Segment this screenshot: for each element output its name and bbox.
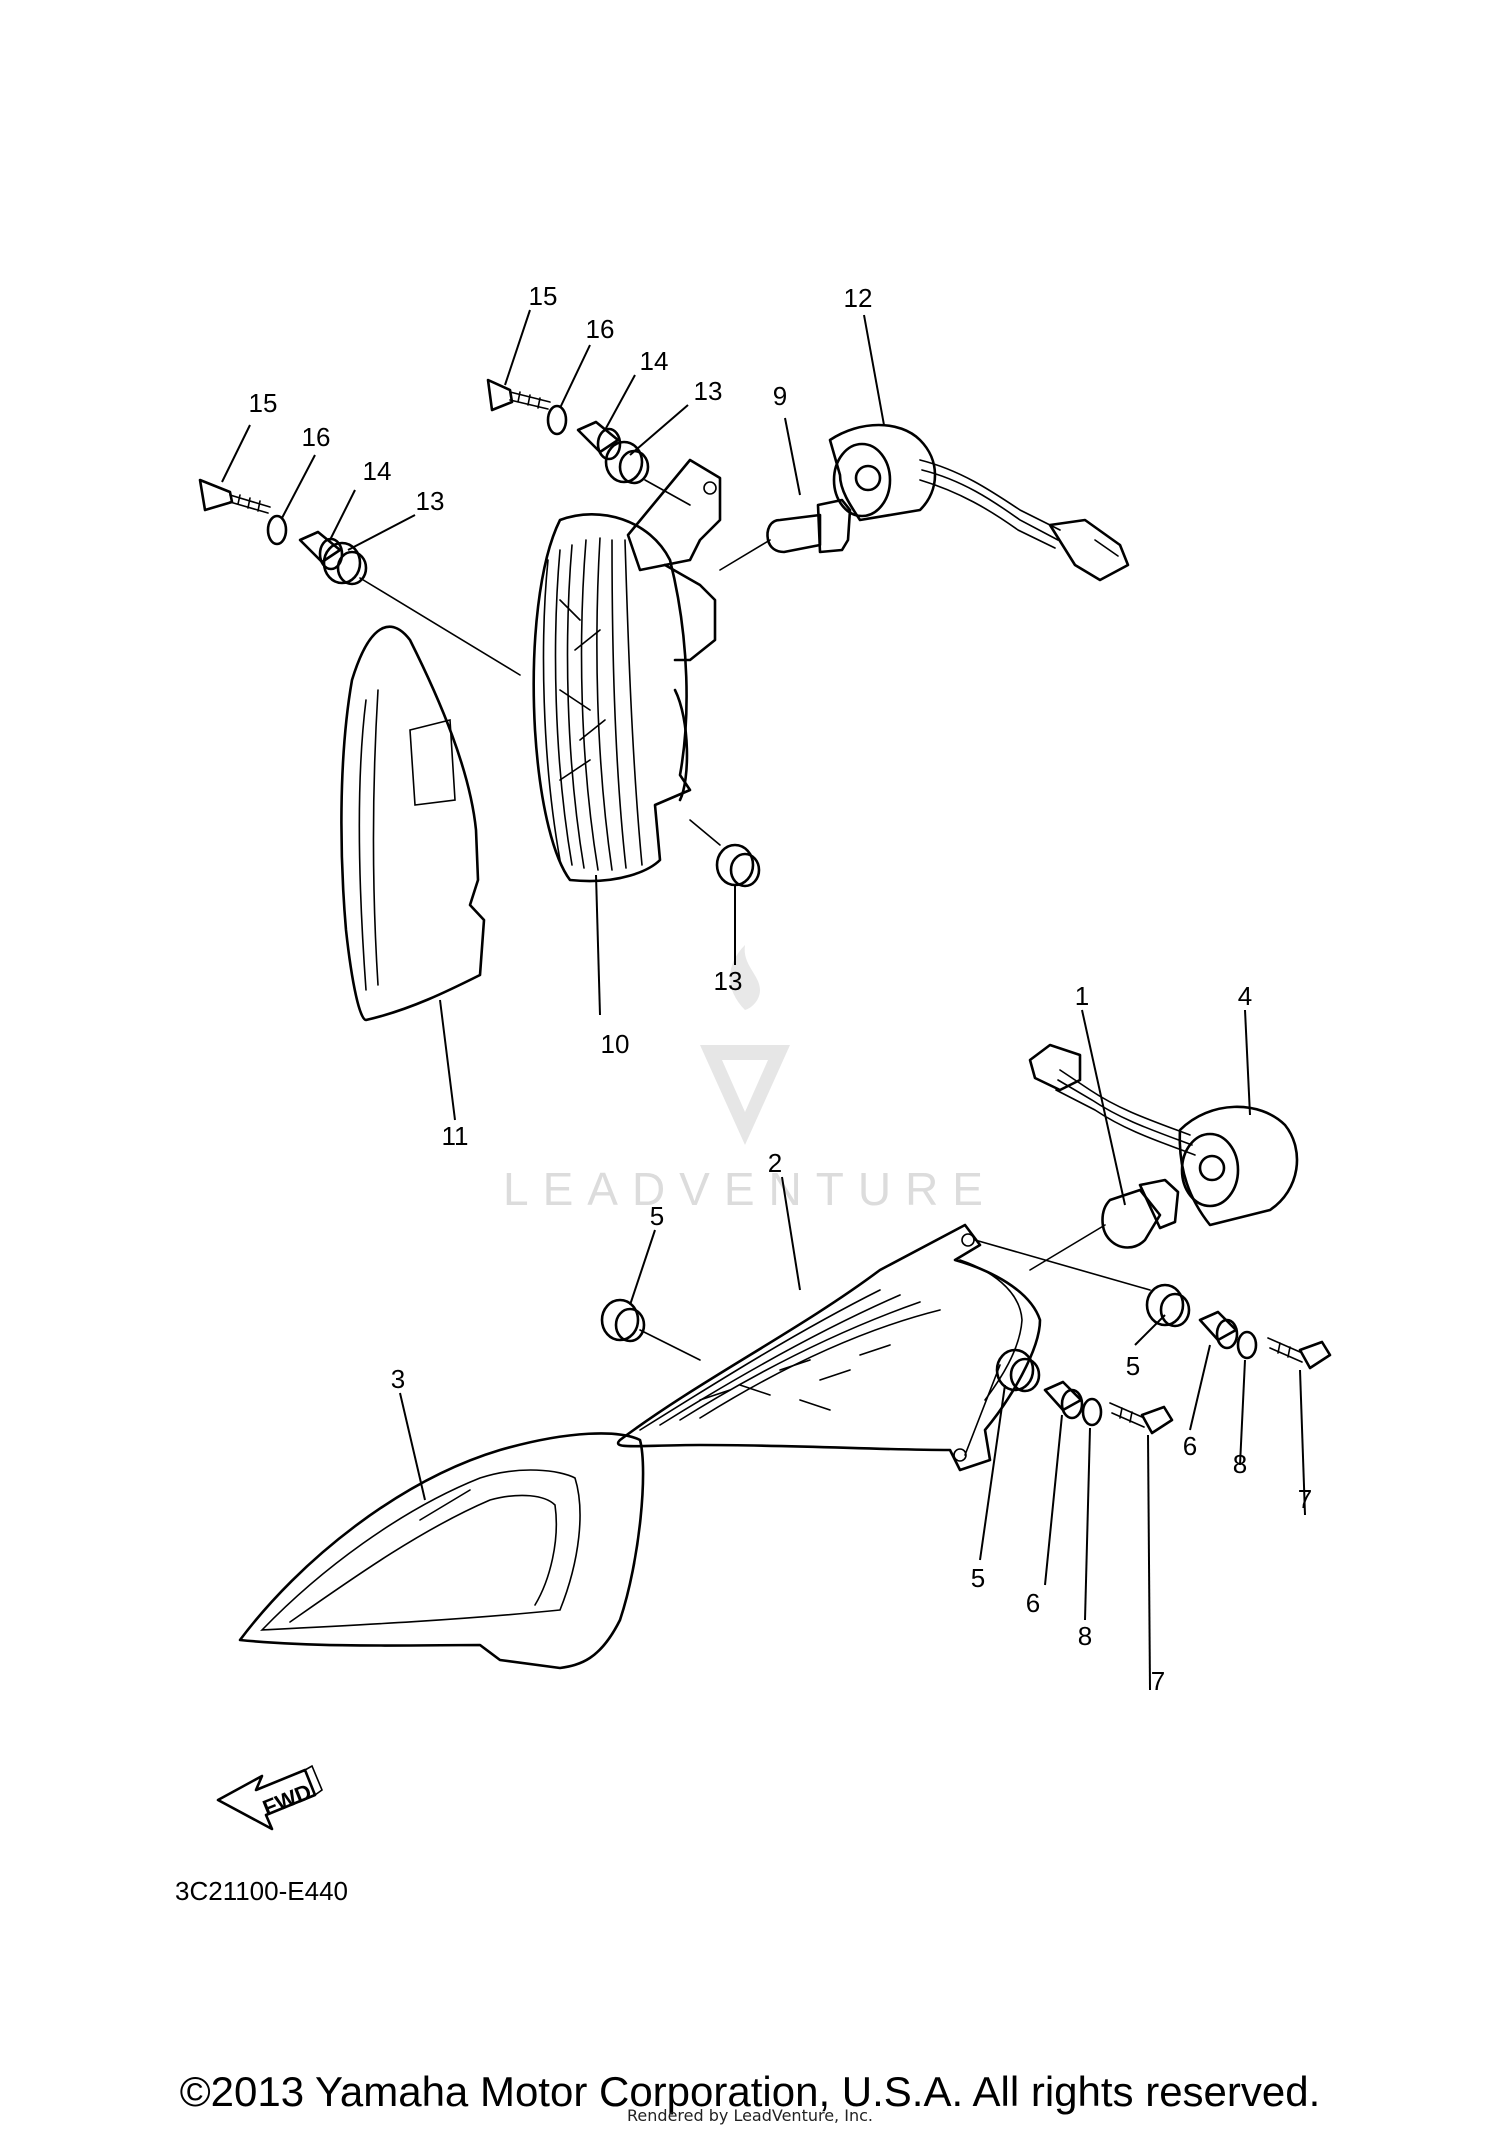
lower-fasteners bbox=[600, 1224, 1332, 1456]
lens-cover-3 bbox=[238, 1432, 645, 1670]
callout-5c: 5 bbox=[971, 1563, 985, 1593]
callout-16a: 16 bbox=[302, 422, 331, 452]
callout-15a: 15 bbox=[249, 388, 278, 418]
callout-8b: 8 bbox=[1078, 1621, 1092, 1651]
watermark-text: LEADVENTURE bbox=[503, 1163, 997, 1215]
upper-fasteners bbox=[198, 378, 771, 888]
callout-3: 3 bbox=[391, 1364, 405, 1394]
callout-11: 11 bbox=[442, 1121, 469, 1151]
callout-6b: 6 bbox=[1026, 1588, 1040, 1618]
callout-1: 1 bbox=[1075, 981, 1089, 1011]
callouts: 1 2 3 4 5 5 5 6 6 7 7 8 8 9 10 11 12 13 … bbox=[249, 281, 1313, 1696]
callout-13b: 13 bbox=[694, 376, 723, 406]
callout-16b: 16 bbox=[586, 314, 615, 344]
diagram-code: 3C21100-E440 bbox=[175, 1876, 348, 1906]
fwd-arrow-icon: FWD bbox=[216, 1764, 323, 1831]
bulb-9 bbox=[766, 498, 852, 554]
light-housing-2 bbox=[616, 1223, 1042, 1472]
rendered-by-note: Rendered by LeadVenture, Inc. bbox=[627, 2106, 873, 2125]
socket-harness-12 bbox=[828, 423, 1130, 582]
callout-7b: 7 bbox=[1151, 1666, 1165, 1696]
light-housing-10 bbox=[532, 458, 722, 883]
callout-2: 2 bbox=[768, 1148, 782, 1178]
callout-8a: 8 bbox=[1233, 1449, 1247, 1479]
callout-14b: 14 bbox=[640, 346, 669, 376]
leader-lines bbox=[221, 309, 1306, 1691]
callout-10: 10 bbox=[601, 1029, 630, 1059]
callout-13a: 13 bbox=[416, 486, 445, 516]
callout-9: 9 bbox=[773, 381, 787, 411]
callout-5b: 5 bbox=[1126, 1351, 1140, 1381]
watermark-v-icon bbox=[700, 1045, 790, 1145]
lens-cover-11 bbox=[340, 625, 486, 1022]
watermark: LEADVENTURE bbox=[503, 945, 997, 1215]
socket-harness-4 bbox=[1028, 1043, 1299, 1227]
callout-4: 4 bbox=[1238, 981, 1252, 1011]
watermark-flame-icon bbox=[730, 945, 760, 1010]
callout-14a: 14 bbox=[363, 456, 392, 486]
callout-12: 12 bbox=[844, 283, 873, 313]
callout-5a: 5 bbox=[650, 1201, 664, 1231]
bulb-1 bbox=[1101, 1178, 1180, 1249]
callout-6a: 6 bbox=[1183, 1431, 1197, 1461]
callout-13c: 13 bbox=[714, 966, 743, 996]
callout-7a: 7 bbox=[1298, 1484, 1312, 1514]
callout-15b: 15 bbox=[529, 281, 558, 311]
copyright-notice: ©2013 Yamaha Motor Corporation, U.S.A. A… bbox=[179, 2068, 1321, 2115]
